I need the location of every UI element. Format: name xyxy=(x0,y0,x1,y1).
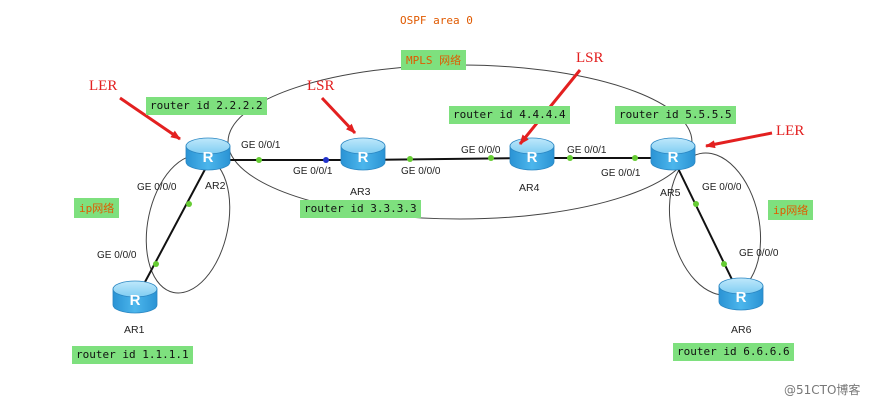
mpls-domain-ellipse xyxy=(227,64,693,220)
if-label-ar3-ge000: GE 0/0/0 xyxy=(401,166,441,177)
router-id-ar6: router id 6.6.6.6 xyxy=(673,343,794,361)
watermark: @51CTO博客 xyxy=(784,383,861,397)
port-dot xyxy=(567,155,573,161)
router-name-ar2: AR2 xyxy=(205,180,226,192)
port-dot xyxy=(256,157,262,163)
router-name-ar4: AR4 xyxy=(519,182,540,194)
router-icon-ar3[interactable] xyxy=(340,137,386,171)
left-ip-network-label: ip网络 xyxy=(74,198,120,218)
link-ar3-ar4 xyxy=(364,157,533,161)
lsr-ar4-label: LSR xyxy=(576,50,604,66)
ler-right-label: LER xyxy=(776,123,805,139)
port-dot xyxy=(186,201,192,207)
router-icon-ar6[interactable] xyxy=(718,277,764,311)
ospf-area-label: OSPF area 0 xyxy=(400,14,473,27)
if-label-ar6-ge000: GE 0/0/0 xyxy=(739,248,779,259)
router-icon-ar5[interactable] xyxy=(650,137,696,171)
router-id-ar5: router id 5.5.5.5 xyxy=(615,106,736,124)
router-icon-ar4[interactable] xyxy=(509,137,555,171)
port-dot xyxy=(407,156,413,162)
if-label-ar2-ge001: GE 0/0/1 xyxy=(241,140,281,151)
right-ip-network-label: ip网络 xyxy=(768,200,814,220)
router-id-ar3: router id 3.3.3.3 xyxy=(300,200,421,218)
router-name-ar1: AR1 xyxy=(124,324,145,336)
router-icon-ar1[interactable] xyxy=(112,280,158,314)
port-dot xyxy=(693,201,699,207)
port-dot xyxy=(721,261,727,267)
port-dot xyxy=(488,155,494,161)
link-ar5-ar6 xyxy=(672,157,741,297)
ler-left-label: LER xyxy=(89,78,118,94)
port-dot xyxy=(153,261,159,267)
arrow-lsr-ar3 xyxy=(320,96,357,135)
port-dot xyxy=(632,155,638,161)
router-id-ar2: router id 2.2.2.2 xyxy=(146,97,267,115)
port-dot xyxy=(323,157,329,163)
link-ar2-ar1 xyxy=(136,159,211,298)
router-id-ar1: router id 1.1.1.1 xyxy=(72,346,193,364)
router-name-ar6: AR6 xyxy=(731,324,752,336)
router-name-ar5: AR5 xyxy=(660,187,681,199)
if-label-ar2-ge000: GE 0/0/0 xyxy=(137,182,177,193)
router-name-ar3: AR3 xyxy=(350,186,371,198)
router-icon-ar2[interactable] xyxy=(185,137,231,171)
if-label-ar3-ge001: GE 0/0/1 xyxy=(293,166,333,177)
if-label-ar1-ge000: GE 0/0/0 xyxy=(97,250,137,261)
if-label-ar4-ge001: GE 0/0/1 xyxy=(567,145,607,156)
if-label-ar5-ge001: GE 0/0/1 xyxy=(601,168,641,179)
mpls-network-label: MPLS 网络 xyxy=(401,50,467,70)
if-label-ar5-ge000: GE 0/0/0 xyxy=(702,182,742,193)
arrow-ler-left xyxy=(119,96,181,141)
if-label-ar4-ge000: GE 0/0/0 xyxy=(461,145,501,156)
lsr-ar3-label: LSR xyxy=(307,78,335,94)
router-id-ar4: router id 4.4.4.4 xyxy=(449,106,570,124)
left-ip-domain-ellipse xyxy=(145,154,231,294)
arrow-ler-right xyxy=(705,131,773,149)
